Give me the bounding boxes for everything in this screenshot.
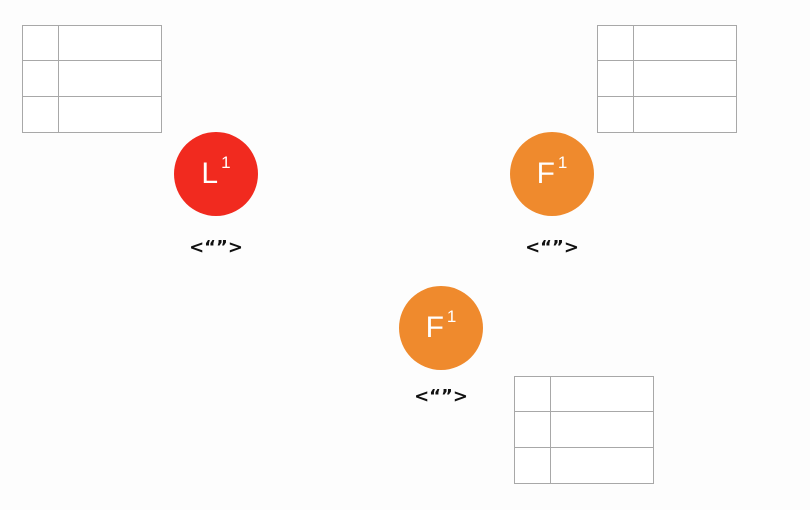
log-index-cell: [515, 377, 551, 413]
follower-2-value-label: <“”>: [414, 386, 468, 407]
log-index-cell: [515, 412, 551, 448]
log-index-cell: [598, 96, 634, 132]
log-entry-cell: [59, 61, 161, 97]
log-index-cell: [23, 26, 59, 62]
leader-log-table: [22, 25, 162, 133]
leader-value-label: <“”>: [189, 237, 243, 258]
node-term-superscript: 1: [221, 152, 231, 172]
log-entry-cell: [551, 377, 653, 413]
node-term-superscript: 1: [446, 306, 457, 326]
log-entry-cell: [59, 26, 161, 62]
follower-1-log-table: [597, 25, 737, 133]
log-entry-cell: [634, 26, 736, 62]
log-entry-cell: [59, 97, 161, 132]
log-entry-cell: [634, 97, 736, 132]
follower-1-value-label: <“”>: [525, 237, 579, 258]
node-role-letter: F: [536, 157, 555, 190]
node-term-superscript: 1: [557, 152, 568, 172]
log-entry-cell: [551, 412, 653, 448]
log-index-cell: [598, 61, 634, 97]
log-index-cell: [515, 447, 551, 483]
log-entry-cell: [551, 448, 653, 483]
follower-2-log-table: [514, 376, 654, 484]
log-index-cell: [23, 96, 59, 132]
log-index-cell: [598, 26, 634, 62]
node-role-letter: F: [425, 311, 444, 344]
log-index-cell: [23, 61, 59, 97]
node-role-letter: L: [201, 157, 219, 190]
log-entry-cell: [634, 61, 736, 97]
